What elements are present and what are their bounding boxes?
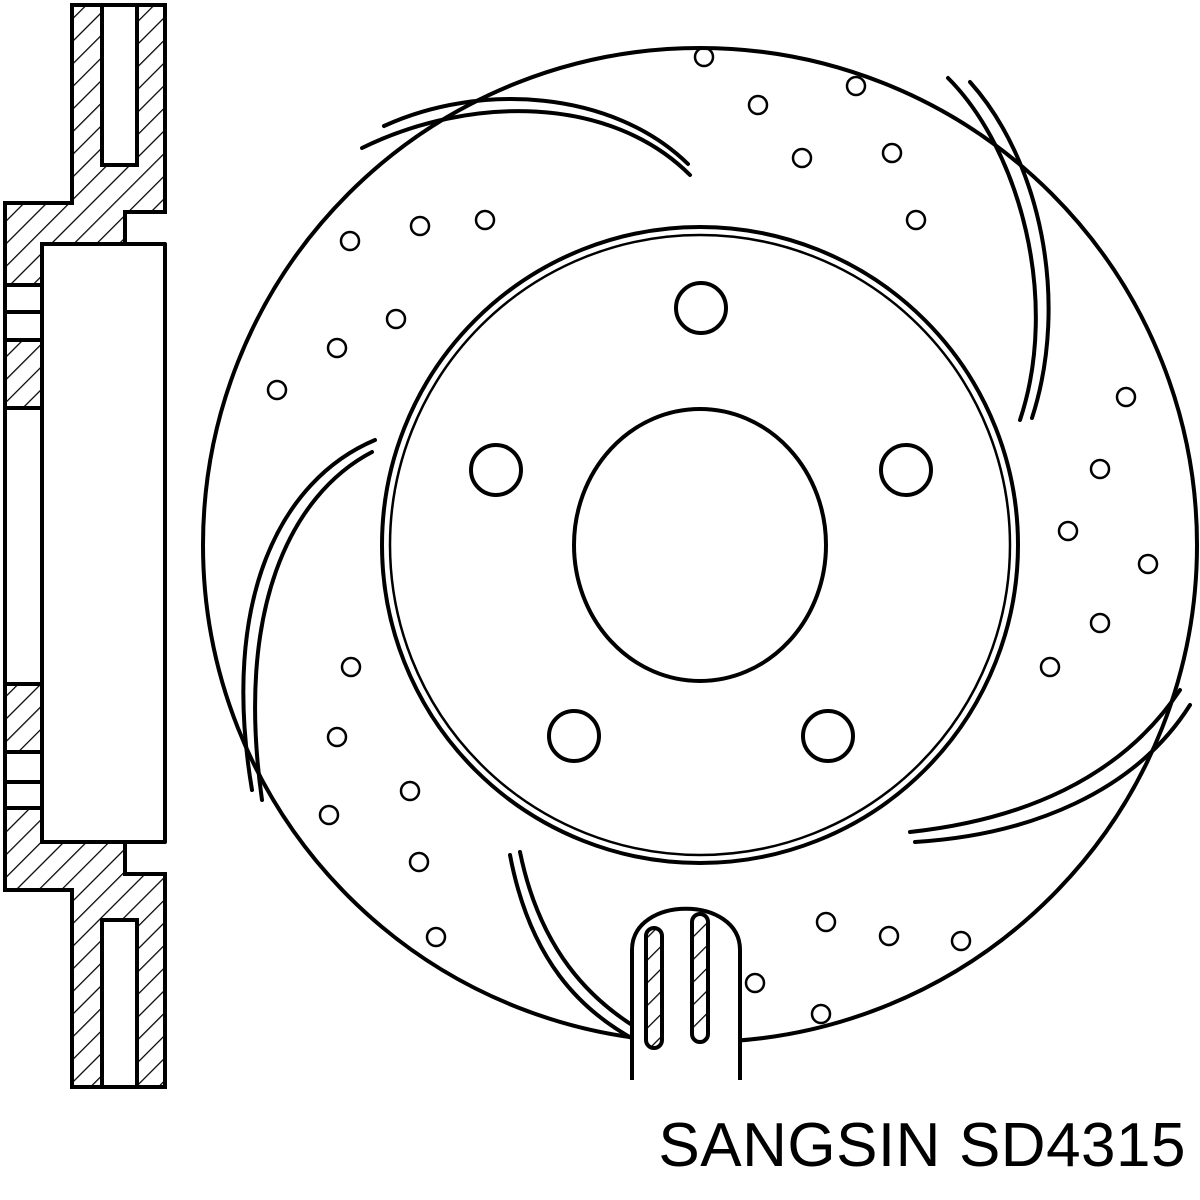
drill-holes (266, 46, 1159, 1025)
bolt-hole-right (879, 443, 933, 497)
wear-indicator-slot-2 (690, 912, 710, 1044)
hat-outline (40, 242, 167, 844)
drill-hole (744, 972, 766, 994)
slot-bottom (508, 853, 637, 1042)
upper-vent-channel (100, 3, 139, 167)
slot-left (241, 438, 377, 792)
drill-hole (326, 337, 348, 359)
drill-hole (747, 94, 769, 116)
drill-hole (474, 209, 496, 231)
hat-inner-ring (388, 233, 1012, 857)
slot-top-inner (382, 97, 690, 166)
slot-lower-right-inner (913, 703, 1192, 844)
slot-bottom-inner (518, 850, 642, 1032)
drill-hole (791, 147, 813, 169)
slot-right (946, 76, 1038, 422)
drill-hole (1089, 612, 1111, 634)
drill-hole (1089, 458, 1111, 480)
lower-outer-plate-section (3, 806, 167, 1089)
lower-vent-channel (100, 918, 139, 1089)
part-number: SD4315 (958, 1111, 1186, 1180)
slot-lower-right (908, 688, 1182, 834)
drill-hole (425, 926, 447, 948)
rib-section-2 (3, 682, 44, 754)
bolt-hole-bottom-right (801, 709, 855, 763)
slot-left-inner (253, 450, 374, 802)
bolt-hole-top (674, 281, 728, 335)
drill-hole (905, 209, 927, 231)
bolt-hole-left (469, 443, 523, 497)
slot-top (360, 109, 692, 177)
drill-hole (881, 142, 903, 164)
hat-outer-ring (380, 225, 1020, 865)
drill-hole (266, 379, 288, 401)
drill-hole (845, 75, 867, 97)
drill-hole (878, 925, 900, 947)
drill-hole (318, 804, 340, 826)
drill-hole (950, 930, 972, 952)
drill-hole (326, 726, 348, 748)
brand-name: SANGSIN (658, 1111, 941, 1180)
drill-hole (340, 656, 362, 678)
drill-hole (408, 851, 430, 873)
outer-disc-edge (201, 46, 1199, 1044)
front-view (201, 46, 1199, 1080)
slot-right-inner (968, 80, 1051, 420)
drill-hole (409, 215, 431, 237)
drill-hole (810, 1003, 832, 1025)
drill-hole (1137, 553, 1159, 575)
bolt-hole-bottom-left (547, 709, 601, 763)
drill-hole (385, 308, 407, 330)
side-section-view (3, 3, 167, 1089)
drill-hole (339, 230, 361, 252)
drill-hole (399, 780, 421, 802)
drill-hole (1057, 520, 1079, 542)
center-bore (572, 407, 828, 683)
wear-indicator-slot-1 (644, 926, 664, 1050)
drill-hole (1039, 656, 1061, 678)
drill-hole (693, 46, 715, 68)
drill-hole (1115, 386, 1137, 408)
drill-hole (815, 911, 837, 933)
rib-section-1 (3, 338, 44, 410)
